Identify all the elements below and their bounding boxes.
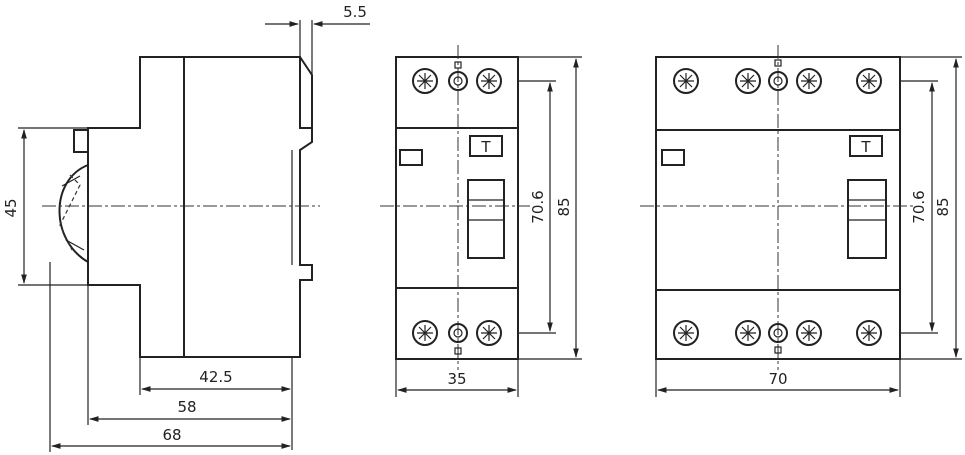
terminal-screw-cross [678,325,694,341]
test-button-label: T [860,138,871,156]
terminal-screw [448,71,468,91]
front-view-4p: T 70 70.6 85 [640,45,962,397]
side-view: 45 5.5 42.5 58 68 [2,3,370,452]
terminal-screw-inner [453,76,463,86]
dim-70-6-label: 70.6 [529,190,547,223]
terminal-screws-bottom-4p [673,320,882,354]
terminal-screw [448,323,468,343]
front-2p-body [395,56,519,360]
dim-45-label: 45 [2,198,20,217]
terminal-screw [856,320,882,346]
terminal-screw-cross [417,325,433,341]
terminal-screw-cross [481,73,497,89]
indicator-window [399,149,423,166]
test-button-label: T [480,138,491,156]
terminal-screw [476,68,502,94]
terminal-screw [412,320,438,346]
terminal-screw-inner [773,328,783,338]
terminal-screw [768,323,788,343]
toggle-lever [847,179,887,259]
terminal-screw [673,68,699,94]
terminal-screw-cross [740,325,756,341]
terminal-screws-top [412,61,502,94]
terminal-screw [796,68,822,94]
terminal-screw-inner [773,76,783,86]
side-toggle-detail [61,175,85,251]
terminal-screw [412,68,438,94]
terminal-screw [735,320,761,346]
terminal-screw-inner [453,328,463,338]
dim-42-5-label: 42.5 [199,368,232,386]
terminal-screw-cross [861,73,877,89]
terminal-screw [673,320,699,346]
terminal-screw [768,71,788,91]
terminal-screw [796,320,822,346]
terminal-marker [774,346,782,354]
terminal-screw-cross [861,325,877,341]
terminal-screw-cross [740,73,756,89]
test-button [469,135,503,157]
test-button [849,135,883,157]
terminal-screws-top-4p [673,59,882,94]
terminal-screws-bottom [412,320,502,355]
indicator-window [661,149,685,166]
side-top-clip [299,56,313,128]
terminal-screw-cross [801,73,817,89]
terminal-screw-cross [678,73,694,89]
toggle-lever [467,179,505,259]
dim-58-label: 58 [177,398,196,416]
side-body-outline [87,56,313,358]
terminal-screw [856,68,882,94]
terminal-screw [735,68,761,94]
terminal-screw-cross [417,73,433,89]
dim-5-5-label: 5.5 [343,3,367,21]
dim-85-label: 85 [934,197,952,216]
dim-35-label: 35 [447,370,466,388]
dim-70-label: 70 [768,370,787,388]
front-view-2p: T 35 70.6 85 [380,45,582,397]
dim-85-label: 85 [555,197,573,216]
terminal-marker [454,61,462,69]
terminal-screw-cross [481,325,497,341]
terminal-screw-cross [801,325,817,341]
terminal-marker [454,347,462,355]
terminal-marker [774,59,782,67]
dim-70-6-label: 70.6 [910,190,928,223]
dim-68-label: 68 [162,426,181,444]
side-toggle-arc [58,164,89,263]
side-toggle-dashed [59,174,81,251]
terminal-screw [476,320,502,346]
side-knob [73,129,89,153]
